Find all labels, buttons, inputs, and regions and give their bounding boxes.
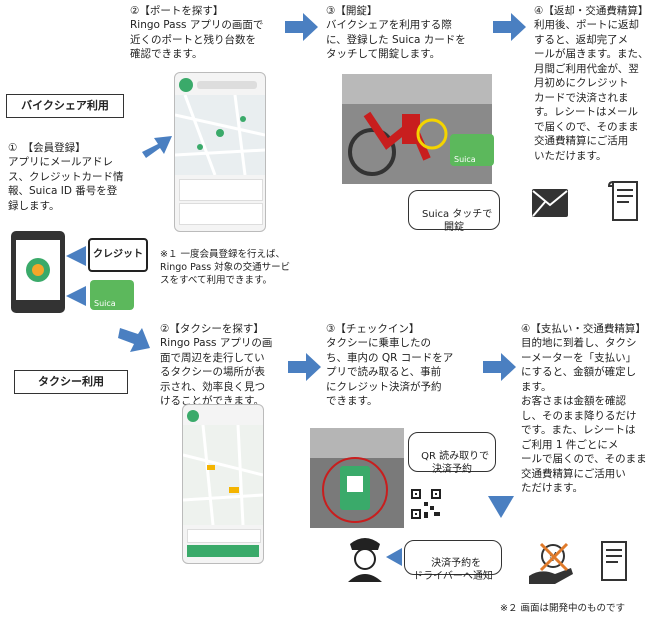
qr-bubble: QR 読み取りで 決済予約 bbox=[408, 432, 496, 475]
bike-step3-title: ③【開錠】 bbox=[326, 5, 378, 17]
taxi-tag: タクシー利用 bbox=[14, 370, 128, 394]
bike-step1-title: ① 【会員登録】 bbox=[8, 142, 86, 154]
bike-step1-body: アプリにメールアドレ ス、クレジットカード情 報、Suica ID 番号を登 録… bbox=[8, 156, 124, 212]
taxi-step2-title: ②【タクシーを探す】 bbox=[160, 323, 264, 335]
arrow-credit-to-phone bbox=[66, 246, 86, 266]
yen-hand-icon: ¥ bbox=[529, 542, 573, 584]
footnote: ※２ 画面は開発中のものです bbox=[500, 603, 625, 614]
credit-card-label: クレジット bbox=[93, 249, 143, 260]
arrow-taxi-2-3 bbox=[288, 353, 321, 381]
arrow-bike-1-2 bbox=[142, 136, 172, 158]
arrow-qr-down bbox=[488, 496, 514, 518]
suica-touch-bubble: Suica タッチで 開錠 bbox=[408, 190, 500, 233]
suica-card-small-label: Suica bbox=[94, 299, 116, 308]
smartphone-icon bbox=[11, 231, 65, 313]
bike-step2-body: Ringo Pass アプリの画面で 近くのポートと残り台数を 確認できます。 bbox=[130, 19, 264, 60]
bike-step2-title: ②【ポートを探す】 bbox=[130, 5, 224, 17]
arrow-taxi-1-2 bbox=[118, 328, 150, 352]
bike-step4-body: 利用後、ポートに返却 すると、返却完了メ ールが届きます。また、 月間ご利用代金… bbox=[534, 19, 649, 162]
bike-app-screenshot bbox=[174, 72, 266, 232]
suica-touch-bubble-text: Suica タッチで 開錠 bbox=[422, 209, 493, 233]
taxi-step3-title: ③【チェックイン】 bbox=[326, 323, 420, 335]
registration-note: ※１ 一度会員登録を行えば、 Ringo Pass 対象の交通サービ スをすべて… bbox=[160, 249, 291, 286]
driver-icon bbox=[348, 538, 382, 582]
arrow-taxi-3-4 bbox=[483, 353, 516, 381]
taxi-interior-photo bbox=[310, 428, 404, 528]
arrow-bike-2-3 bbox=[285, 13, 318, 41]
mail-icon bbox=[532, 189, 568, 217]
bike-step3-body: バイクシェアを利用する際 に、登録した Suica カードを タッチして開錠しま… bbox=[326, 19, 466, 60]
bike-step4-title: ④【返却・交通費精算】 bbox=[534, 5, 649, 17]
bike-share-tag-label: バイクシェア利用 bbox=[21, 99, 109, 112]
suica-card-label: Suica bbox=[454, 155, 476, 164]
arrow-notify-driver bbox=[386, 548, 402, 566]
taxi-step4-body: 目的地に到着し、タクシ ーメーターを「支払い」 にすると、金額が確定し ます。 … bbox=[521, 337, 647, 494]
bike-share-tag: バイクシェア利用 bbox=[6, 94, 124, 118]
arrow-bike-3-4 bbox=[493, 13, 526, 41]
taxi-app-screenshot bbox=[182, 404, 264, 564]
taxi-tag-label: タクシー利用 bbox=[38, 375, 104, 388]
taxi-step3-body: タクシーに乗車したの ち、車内の QR コードをア プリで読み取ると、事前 にク… bbox=[326, 337, 454, 407]
qr-code-icon bbox=[410, 488, 442, 520]
qr-bubble-text: QR 読み取りで 決済予約 bbox=[421, 451, 490, 475]
credit-card-icon: クレジット bbox=[88, 238, 148, 272]
arrow-suica-to-phone bbox=[66, 286, 86, 306]
driver-notify-bubble-text: 決済予約を ドライバーへ通知 bbox=[413, 558, 493, 582]
bike-share-photo bbox=[342, 74, 492, 184]
taxi-step4-title: ④【支払い・交通費精算】 bbox=[521, 323, 646, 335]
driver-notify-bubble: 決済予約を ドライバーへ通知 bbox=[404, 540, 502, 582]
suica-card-small-icon: Suica bbox=[90, 280, 134, 310]
taxi-receipt-icon bbox=[601, 541, 627, 581]
receipt-icon bbox=[607, 181, 638, 221]
taxi-step2-body: Ringo Pass アプリの画 面で周辺を走行してい るタクシーの場所が表 示… bbox=[160, 337, 273, 407]
suica-card-icon: Suica bbox=[450, 134, 494, 166]
